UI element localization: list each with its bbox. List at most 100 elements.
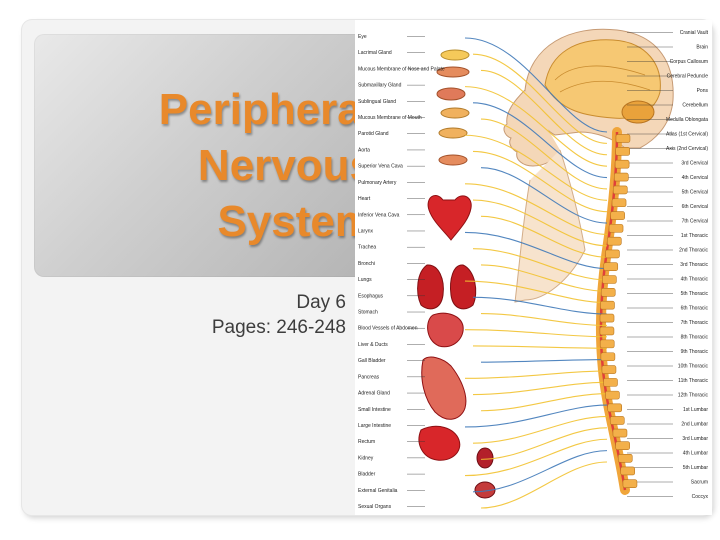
right-label: Sacrum — [691, 480, 708, 486]
right-label: 7th Thoracic — [681, 320, 709, 326]
nerve-line — [472, 345, 608, 349]
vertebra — [601, 365, 617, 374]
right-label: Cranial Vault — [680, 30, 709, 36]
left-label: Esophagus — [358, 293, 384, 299]
subtitle-pages: Pages: 246-248 — [211, 317, 346, 338]
left-label: Inferior Vena Cava — [358, 212, 400, 218]
nerve-line — [480, 461, 608, 509]
vertebra — [612, 185, 628, 195]
heart-shape — [427, 195, 472, 241]
left-label: Mucous Membrane of Nose and Palate — [358, 66, 445, 72]
right-label: 6th Cervical — [682, 204, 708, 210]
left-label: Mucous Membrane of Mouth — [358, 115, 422, 121]
left-label: Eye — [358, 34, 367, 40]
vertebra — [610, 211, 625, 220]
vertebra — [615, 134, 631, 143]
slide-title: Peripheral Nervous System — [159, 82, 374, 250]
right-label: 9th Thoracic — [681, 349, 709, 355]
right-label: Medulla Oblongata — [666, 117, 708, 123]
nerve-line — [480, 427, 608, 460]
title-panel — [34, 34, 374, 277]
nerve-line — [464, 438, 608, 477]
vertebra — [605, 249, 620, 259]
vertebra — [600, 288, 616, 297]
right-label: 2nd Thoracic — [679, 248, 708, 254]
left-label: Lacrimal Gland — [358, 50, 392, 56]
nerve-line — [472, 381, 608, 396]
brain-shape — [544, 39, 661, 119]
left-label: Blood Vessels of Abdomen — [358, 326, 418, 332]
right-label: Cerebral Peduncle — [667, 74, 709, 80]
nerve-line — [464, 370, 608, 379]
right-label: 1st Lumbar — [683, 407, 708, 413]
kidney-bladder-shape — [474, 447, 496, 499]
right-label: 11th Thoracic — [678, 378, 708, 384]
nerve-line — [480, 215, 608, 258]
right-label: Pons — [697, 88, 709, 94]
nerve-line — [472, 296, 608, 315]
nerve-line — [464, 37, 608, 133]
right-label: 5th Lumbar — [683, 465, 709, 471]
right-label: 5th Cervical — [682, 190, 708, 196]
vertebra — [599, 339, 615, 349]
stomach-shape — [427, 312, 464, 348]
right-label: 3rd Thoracic — [680, 262, 708, 268]
nerve-network — [464, 37, 608, 509]
left-label: Heart — [358, 196, 371, 202]
nerve-line — [464, 86, 608, 167]
nerve-line — [464, 231, 608, 270]
nerve-line — [480, 264, 608, 292]
vertebra — [599, 313, 615, 323]
title-line-1: Peripheral — [158, 85, 374, 134]
subtitle-day: Day 6 — [296, 292, 346, 313]
nerve-line — [464, 404, 608, 428]
left-label: Sexual Organs — [358, 504, 392, 510]
left-label: Rectum — [358, 439, 375, 445]
left-label: External Genitalia — [358, 488, 398, 494]
nerve-line — [480, 167, 608, 224]
right-label: Corpus Callosum — [670, 59, 708, 65]
left-label: Sublingual Gland — [358, 99, 396, 105]
nerve-line — [480, 69, 608, 156]
left-label: Bladder — [358, 472, 376, 478]
vertebra — [600, 352, 616, 362]
left-label: Parotid Gland — [358, 131, 389, 137]
left-label: Superior Vena Cava — [358, 164, 403, 170]
right-label: Coccyx — [692, 494, 709, 500]
intestine-shape — [418, 356, 467, 461]
vertebra — [609, 416, 625, 425]
nerve-line — [472, 102, 608, 179]
left-label: Liver & Ducts — [358, 342, 388, 348]
face-profile — [503, 89, 561, 167]
right-label: 6th Thoracic — [681, 306, 709, 312]
right-label: 1st Thoracic — [681, 233, 709, 239]
nerve-line — [464, 329, 608, 338]
vertebra — [615, 441, 630, 450]
right-label: 8th Thoracic — [681, 335, 709, 341]
left-label: Larynx — [358, 228, 374, 234]
right-label: 3rd Cervical — [681, 161, 708, 167]
right-label: 7th Cervical — [682, 219, 708, 225]
right-label: Brain — [696, 45, 708, 51]
title-line-3: System — [217, 197, 374, 246]
right-label: 2nd Lumbar — [681, 422, 708, 428]
left-label: Bronchi — [358, 261, 375, 267]
nerve-line — [472, 248, 608, 281]
left-label: Stomach — [358, 310, 378, 316]
nerve-line — [464, 280, 608, 304]
vertebra — [614, 172, 629, 182]
vertebra — [599, 326, 615, 336]
left-label: Small Intestine — [358, 407, 391, 413]
vertebra — [608, 224, 624, 233]
glands — [436, 49, 470, 166]
left-label: Aorta — [358, 147, 370, 153]
right-label: 5th Thoracic — [681, 291, 709, 297]
vertebra — [602, 275, 617, 284]
nerve-line — [472, 150, 608, 213]
nerve-line — [472, 199, 608, 247]
slide-subtitle: Day 6 Pages: 246-248 — [212, 290, 346, 340]
